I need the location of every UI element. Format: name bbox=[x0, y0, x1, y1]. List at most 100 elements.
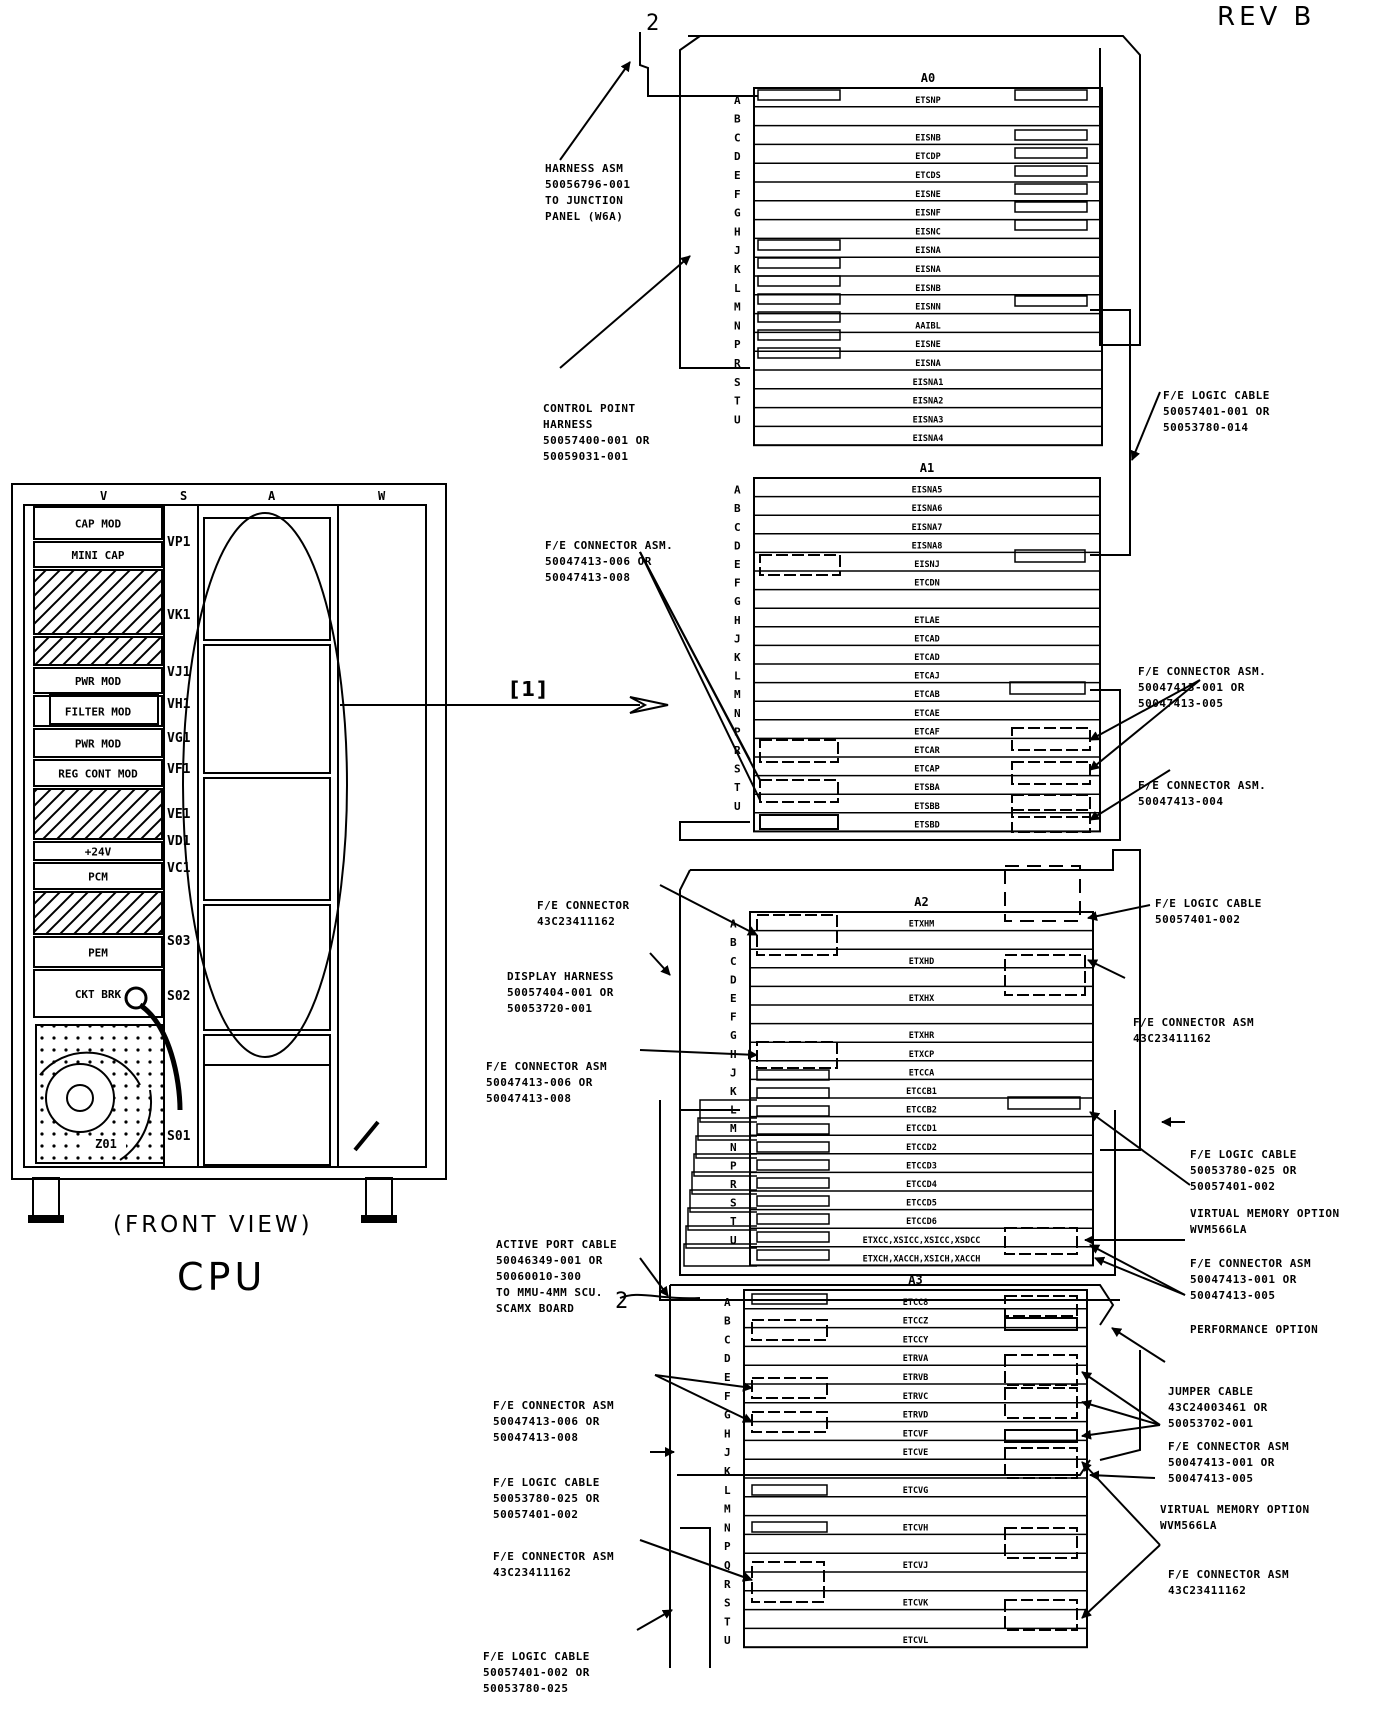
fe-connector-box bbox=[1011, 761, 1091, 785]
cpu-cabinet-inner bbox=[23, 504, 427, 1168]
leader-fe-conn-a1 bbox=[639, 551, 761, 801]
a3-jumper-loop bbox=[1099, 1350, 1141, 1461]
rack-row-letter: P bbox=[734, 725, 741, 738]
rack-slot-label: ETRVD bbox=[903, 1411, 929, 1421]
rack-slot-label: ETCVG bbox=[903, 1486, 929, 1496]
rack-row-letter: C bbox=[724, 1333, 731, 1346]
a2-harness-loop bbox=[683, 1243, 757, 1267]
rack-title-A0: A0 bbox=[921, 71, 935, 85]
ckt-brk-knob bbox=[124, 986, 148, 1010]
z01-label: Z01 bbox=[95, 1137, 117, 1151]
a-column-board bbox=[203, 644, 331, 774]
rack-row-letter: U bbox=[734, 413, 741, 426]
v-module-label: PCM bbox=[88, 871, 108, 884]
rack-row-letter: S bbox=[724, 1597, 731, 1610]
rack-slot-label: ETCDN bbox=[914, 579, 940, 589]
rack-title-A1: A1 bbox=[920, 461, 934, 475]
a2-harness-loop bbox=[685, 1225, 757, 1249]
cpu-column-label: S bbox=[180, 489, 187, 503]
a2-harness-loop bbox=[687, 1207, 757, 1231]
rack-slot-label: ETCCA bbox=[909, 1068, 935, 1078]
rack-slot-label: ETCAB bbox=[914, 690, 940, 700]
leader-fe-conn-a3-left bbox=[654, 1374, 753, 1423]
rack-row-letter: F bbox=[734, 577, 741, 590]
leader-fe-conn-a3-right2 bbox=[1081, 1461, 1161, 1546]
s-slot-label: VC1 bbox=[167, 861, 191, 876]
rack-row-letter: E bbox=[730, 992, 737, 1005]
leader-fe-conn-a2-top bbox=[659, 884, 758, 936]
leader-fe-logic-a0 bbox=[1130, 391, 1161, 461]
fe-connector-strip bbox=[756, 1069, 830, 1081]
rack-slot-label: EISNA2 bbox=[913, 397, 944, 407]
cabinet-foot bbox=[365, 1177, 393, 1217]
rack-slot-label: EISNA3 bbox=[913, 415, 944, 425]
leader-harness bbox=[559, 61, 631, 161]
rack-row-letter: R bbox=[734, 744, 741, 757]
s-slot-label: VK1 bbox=[167, 608, 191, 623]
a2-dashed-frame bbox=[1004, 865, 1081, 922]
v-module bbox=[33, 969, 163, 1018]
rack-row-letter: U bbox=[730, 1234, 737, 1247]
fe-connector-box bbox=[1004, 1354, 1078, 1386]
v-module-label: +24V bbox=[85, 846, 112, 859]
s-slot-label: VJ1 bbox=[167, 665, 191, 680]
rack-row-letter: T bbox=[734, 395, 741, 408]
rack-row-letter: P bbox=[724, 1540, 731, 1553]
a0-cable-loop bbox=[688, 35, 1141, 346]
s-slot-label: S01 bbox=[167, 1129, 191, 1144]
rack-slot-label: ETLAE bbox=[914, 616, 940, 626]
rack-slot-label: EISNB bbox=[915, 133, 941, 143]
rack-slot-label: ETXHR bbox=[909, 1031, 935, 1041]
rack-row-letter: T bbox=[730, 1215, 737, 1228]
rack-row-letter: B bbox=[734, 113, 741, 126]
rack-row-letter: P bbox=[730, 1159, 737, 1172]
rack-slot-label: ETRVC bbox=[903, 1392, 929, 1402]
rack-slot-label: ETCAJ bbox=[914, 672, 940, 682]
a-column-board bbox=[203, 777, 331, 901]
rack-title-A2: A2 bbox=[914, 895, 928, 909]
rack-slot-label: ETSBB bbox=[914, 802, 940, 812]
rack-row-letter: J bbox=[734, 632, 741, 645]
cpu-cabinet-outer bbox=[11, 483, 447, 1180]
rack-slot-label: ETCDP bbox=[915, 152, 941, 162]
v-module bbox=[33, 936, 163, 968]
s-slot-label: VF1 bbox=[167, 762, 191, 777]
rack-row-letter: B bbox=[734, 502, 741, 515]
rack-row-letter: U bbox=[724, 1634, 731, 1647]
rack-row-letter: H bbox=[734, 225, 741, 238]
fe-connector-strip bbox=[756, 1159, 830, 1171]
fe-connector-box bbox=[1004, 1527, 1078, 1559]
break-symbol: 2 bbox=[646, 11, 659, 36]
rack-row-letter: D bbox=[730, 973, 737, 986]
fe-connector-strip bbox=[1014, 295, 1088, 307]
v-module bbox=[33, 541, 163, 568]
a3-bottom-left-frame bbox=[680, 1527, 711, 1668]
a-column-board bbox=[203, 1064, 331, 1166]
fan-arc bbox=[119, 1089, 152, 1161]
rack-slot-label: ETXHD bbox=[909, 957, 935, 967]
rack-row-letter: D bbox=[734, 150, 741, 163]
fe-connector-box bbox=[759, 779, 839, 803]
rack-row-letter: A bbox=[730, 918, 737, 931]
fe-connector-strip bbox=[1014, 129, 1088, 141]
rack-slot-label: EISNA6 bbox=[912, 504, 943, 514]
rack-slot-label: ETCC8 bbox=[903, 1298, 929, 1308]
fe-connector-strip bbox=[1014, 147, 1088, 159]
rack-row-letter: G bbox=[724, 1409, 731, 1422]
a0-left-loop bbox=[679, 35, 750, 369]
rack-row-letter: S bbox=[734, 376, 741, 389]
v-module bbox=[33, 759, 163, 787]
fe-connector-strip bbox=[756, 1105, 830, 1117]
rack-slot-label: ETCAD bbox=[914, 634, 940, 644]
rack-row-letter: K bbox=[724, 1465, 731, 1478]
rack-row-letter: U bbox=[734, 800, 741, 813]
rack-slot-label: ETCAF bbox=[914, 727, 940, 737]
fe-connector-strip bbox=[756, 1195, 830, 1207]
rack-slot-label: ETXCC,XSICC,XSICC,XSDCC bbox=[863, 1236, 981, 1246]
a2-harness-loop bbox=[699, 1099, 757, 1123]
